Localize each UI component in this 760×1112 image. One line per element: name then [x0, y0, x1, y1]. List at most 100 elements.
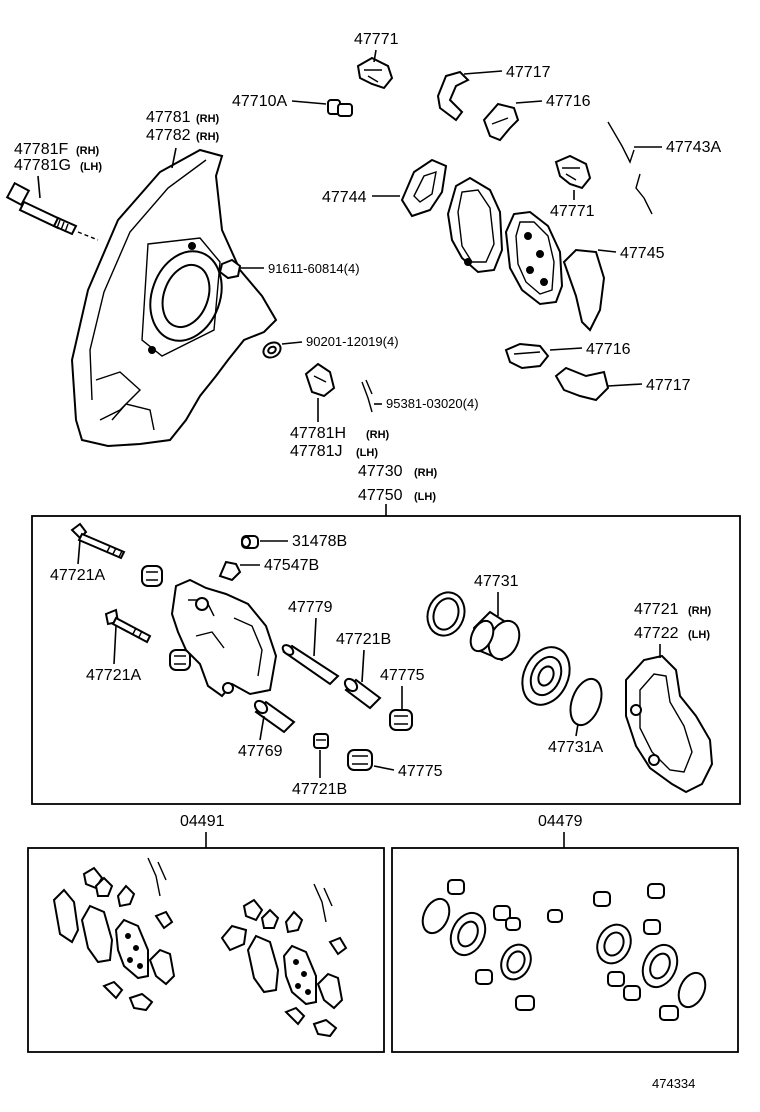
- label-47782: 47782: [146, 127, 191, 144]
- label-04491: 04491: [180, 813, 225, 830]
- leader-47721A-lower: [113, 625, 117, 665]
- kit-04479-seal-set-left: [421, 879, 563, 1011]
- kit-04491-box: [27, 847, 385, 1053]
- part-47716-clip-top: [482, 102, 520, 142]
- leader-47775-lower: [373, 765, 395, 771]
- label-47769: 47769: [238, 743, 283, 760]
- leader-47781: [171, 147, 177, 169]
- label-47721B-lower: 47721B: [292, 781, 347, 798]
- label-47743A: 47743A: [666, 139, 721, 156]
- label-47716-low: 47716: [586, 341, 631, 358]
- part-caliper-body: [170, 578, 278, 698]
- kit-04491-pad-set-right: [220, 883, 348, 1038]
- label-47750-lh: (LH): [414, 491, 436, 503]
- label-31478B: 31478B: [292, 533, 347, 550]
- label-47717-top: 47717: [506, 64, 551, 81]
- part-boot-upper: [141, 565, 163, 587]
- label-47781: 47781: [146, 109, 191, 126]
- leader-47716-top: [515, 100, 543, 104]
- part-91611-bolt: [218, 258, 242, 280]
- part-47547B-bleeder: [218, 560, 242, 582]
- part-boot-lower: [169, 649, 191, 671]
- label-47779: 47779: [288, 599, 333, 616]
- label-47717-low: 47717: [646, 377, 691, 394]
- label-47716-top: 47716: [546, 93, 591, 110]
- part-brake-pad-outer: [504, 210, 564, 306]
- label-47721A-upper: 47721A: [50, 567, 105, 584]
- leader-47717-low: [607, 383, 643, 387]
- part-90201-washer: [262, 341, 282, 359]
- label-91611: 91611-60814(4): [268, 261, 360, 276]
- label-47775-upper: 47775: [380, 667, 425, 684]
- part-47775-boot-lower: [347, 749, 373, 771]
- part-47731A-ring: [569, 677, 603, 727]
- label-47721B-upper: 47721B: [336, 631, 391, 648]
- leader-47710A: [291, 100, 327, 105]
- label-90201: 90201-12019(4): [306, 334, 399, 349]
- label-47750: 47750: [358, 487, 403, 504]
- leader-90201: [281, 341, 303, 345]
- part-brake-pad-inner: [446, 176, 504, 274]
- label-47781J: 47781J: [290, 443, 343, 460]
- part-47716-clip-low: [504, 342, 550, 370]
- label-47721-rh: (RH): [688, 605, 712, 617]
- label-47781-rh: (RH): [196, 113, 220, 125]
- label-47721A-lower: 47721A: [86, 667, 141, 684]
- leader-47769: [259, 715, 265, 741]
- part-47781F-bolt: [5, 181, 99, 241]
- label-47775-lower: 47775: [398, 763, 443, 780]
- leader-47771-top: [373, 49, 377, 63]
- part-47721B-bushing: [313, 733, 329, 749]
- label-47771-mid: 47771: [550, 203, 595, 220]
- kit-04491-pad-set-left: [52, 857, 176, 1012]
- part-47781-dust-shield: [70, 148, 278, 448]
- label-47771-top: 47771: [354, 31, 399, 48]
- kit-04479-seal-set-right: [593, 883, 707, 1021]
- label-47781F-rh: (RH): [76, 145, 100, 157]
- leader-47721A-upper: [77, 539, 81, 565]
- part-47717-spring-low: [554, 366, 610, 402]
- label-04479: 04479: [538, 813, 583, 830]
- part-47744-shim: [400, 158, 448, 218]
- label-47730-rh: (RH): [414, 467, 438, 479]
- label-47781F: 47781F: [14, 141, 68, 158]
- leader-47716-low: [549, 347, 583, 351]
- label-47731: 47731: [474, 573, 519, 590]
- label-47781G: 47781G: [14, 157, 71, 174]
- label-47710A: 47710A: [232, 93, 287, 110]
- leader-47731A: [575, 723, 579, 737]
- label-47781H-rh: (RH): [366, 429, 390, 441]
- part-47781H-clip: [304, 362, 336, 398]
- leader-47781F: [37, 175, 41, 199]
- label-47547B: 47547B: [264, 557, 319, 574]
- leader-47717-top: [463, 70, 503, 75]
- part-47771-clip-mid: [554, 154, 592, 190]
- part-47771-clip-top: [356, 56, 394, 90]
- label-47722: 47722: [634, 625, 679, 642]
- part-31478B-cap: [241, 535, 259, 549]
- label-47782-rh: (RH): [196, 131, 220, 143]
- part-47721A-bolt-upper: [70, 522, 126, 560]
- kit-04479-box: [391, 847, 739, 1053]
- label-47744: 47744: [322, 189, 367, 206]
- part-47710A-bleeder: [327, 99, 353, 117]
- part-dust-boot: [521, 646, 571, 706]
- part-47731-piston: [469, 610, 521, 662]
- label-47745: 47745: [620, 245, 665, 262]
- label-47722-lh: (LH): [688, 629, 710, 641]
- part-95381-pin: [361, 379, 373, 413]
- leader-47779: [313, 617, 317, 657]
- part-47745-anti-squeal-shim: [562, 248, 606, 332]
- label-47781J-lh: (LH): [356, 447, 378, 459]
- label-47731A: 47731A: [548, 739, 603, 756]
- label-47781H: 47781H: [290, 425, 346, 442]
- caliper-assembly-box: [31, 515, 741, 805]
- part-47717-spring-top: [436, 70, 470, 122]
- part-47779-slide-pin: [281, 644, 340, 686]
- leader-47721B-upper: [361, 649, 365, 683]
- part-47721B-sleeve: [343, 677, 382, 710]
- part-47721A-bolt-lower: [104, 608, 152, 644]
- part-47743A-wear-indicator: [607, 121, 653, 215]
- label-47730: 47730: [358, 463, 403, 480]
